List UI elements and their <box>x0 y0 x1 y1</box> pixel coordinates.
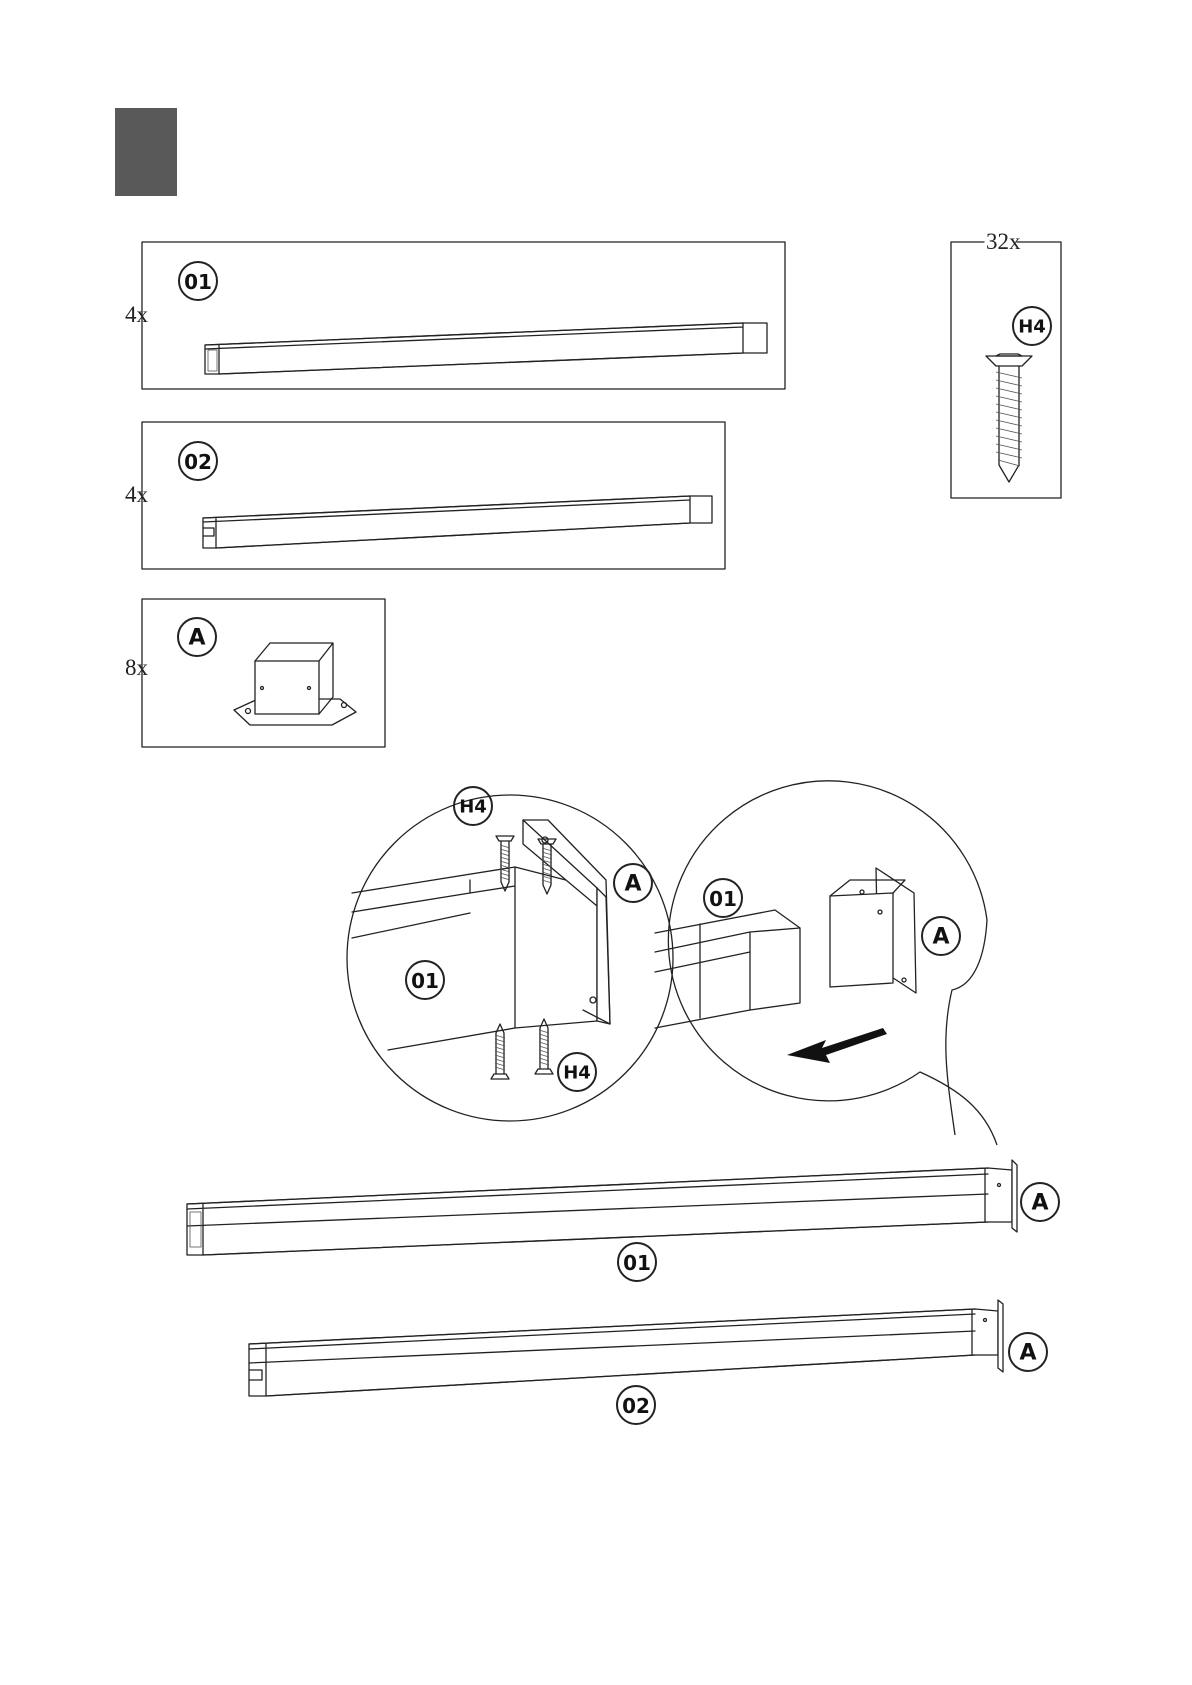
part-label-badge: A <box>614 864 652 902</box>
part-label-badge: 01 <box>406 961 444 999</box>
part-box-01: 4x 01 <box>125 242 785 389</box>
screw-icon <box>491 836 556 1079</box>
part-label-badge: H4 <box>558 1053 596 1091</box>
hardware-quantity: 32x <box>986 229 1021 254</box>
post-label: 01 <box>709 887 737 911</box>
screw-label: H4 <box>459 797 487 818</box>
part-box-02: 4x 02 <box>125 422 725 569</box>
bracket-a-drawing <box>234 643 356 725</box>
bracket-label: A <box>624 872 641 897</box>
detail-right: 01 A <box>655 781 997 1145</box>
part-label-badge: 01 <box>618 1243 656 1281</box>
screw-label: H4 <box>563 1063 591 1084</box>
post-label: 01 <box>623 1251 651 1275</box>
part-label-badge: 01 <box>179 262 217 300</box>
hardware-label: H4 <box>1018 317 1046 338</box>
part-label-badge: H4 <box>454 787 492 825</box>
bracket-label: A <box>932 925 949 950</box>
screw-icon <box>986 354 1032 482</box>
part-box-A: 8x A <box>125 599 385 747</box>
detail-left: H4 A 01 H4 <box>347 787 673 1121</box>
assembly-post-01 <box>187 1160 1017 1255</box>
post-01-end <box>352 867 597 1050</box>
part-label-badge: H4 <box>1013 307 1051 345</box>
part-quantity: 4x <box>125 302 149 327</box>
part-label: 02 <box>184 450 212 474</box>
bracket-label: A <box>1019 1341 1036 1366</box>
part-label-badge: 02 <box>617 1386 655 1424</box>
part-quantity: 4x <box>125 482 149 507</box>
step-number-badge <box>115 108 177 196</box>
bracket-label: A <box>1031 1191 1048 1216</box>
post-02-drawing <box>203 496 712 548</box>
part-label-badge: 02 <box>179 442 217 480</box>
post-01-drawing <box>205 323 767 374</box>
hardware-box-H4: 32x H4 <box>951 229 1061 498</box>
part-label-badge: A <box>178 618 216 656</box>
part-label-badge: A <box>1009 1333 1047 1371</box>
assembly-post-02 <box>249 1300 1003 1396</box>
post-label: 02 <box>622 1394 650 1418</box>
post-label: 01 <box>411 969 439 993</box>
part-quantity: 8x <box>125 655 149 680</box>
part-label-badge: A <box>1021 1183 1059 1221</box>
part-label: A <box>188 626 205 651</box>
part-label: 01 <box>184 270 212 294</box>
bracket-a-part <box>523 820 610 1024</box>
